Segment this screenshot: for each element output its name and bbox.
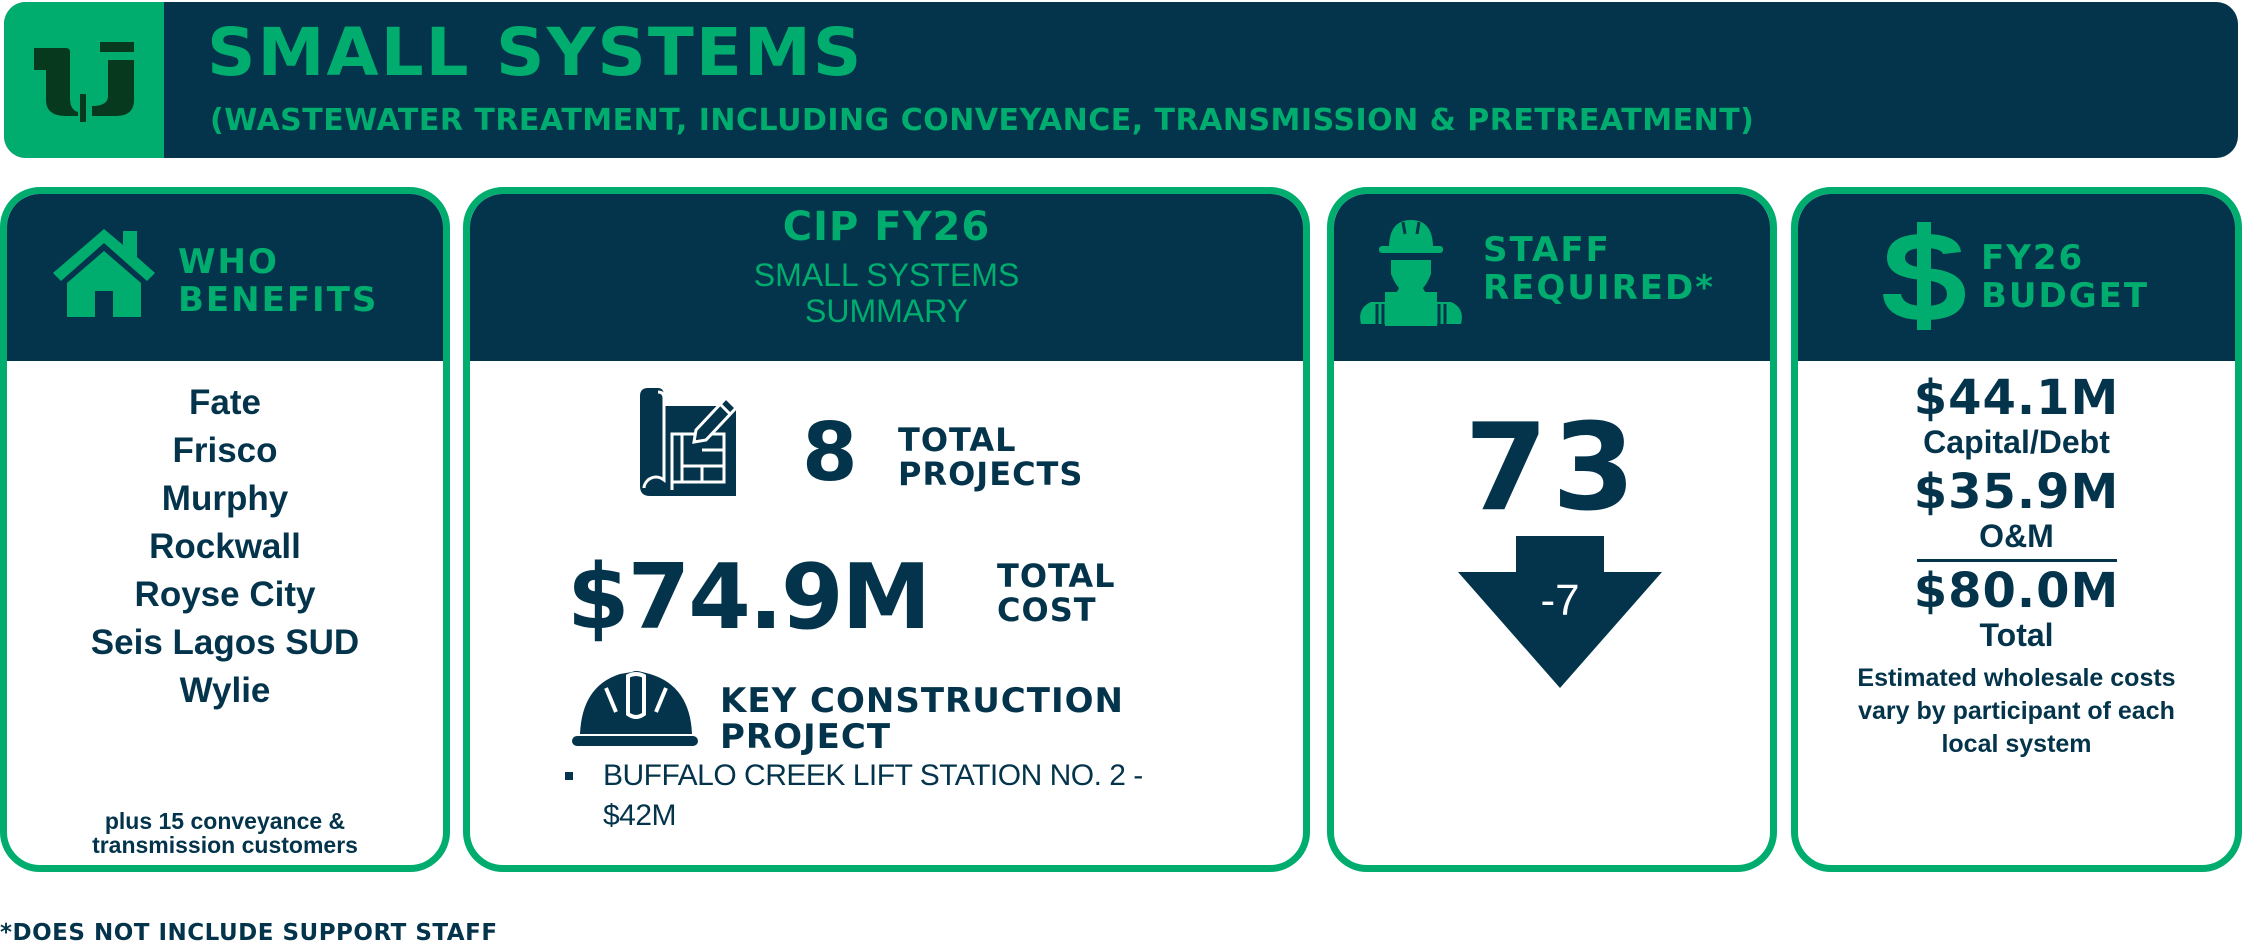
- om-amount: $35.9M: [1913, 464, 2120, 520]
- cip-subtitle: SMALL SYSTEMS SUMMARY: [470, 257, 1303, 329]
- list-item: Seis Lagos SUD: [90, 623, 360, 662]
- card-header: CIP FY26 SMALL SYSTEMS SUMMARY: [470, 194, 1303, 361]
- key-project-label: KEY CONSTRUCTION PROJECT: [720, 683, 1124, 755]
- key-project-text: BUFFALO CREEK LIFT STATION NO. 2 - $42M: [603, 759, 1143, 832]
- list-item: Frisco: [172, 431, 278, 470]
- key-project-label-line1: KEY CONSTRUCTION: [720, 681, 1124, 721]
- customers-note: plus 15 conveyance & transmission custom…: [7, 809, 443, 857]
- page-header: SMALL SYSTEMS (WASTEWATER TREATMENT, INC…: [4, 2, 2238, 158]
- card-header: FY26 BUDGET: [1798, 194, 2235, 361]
- cip-summary-card: CIP FY26 SMALL SYSTEMS SUMMARY 8 TOTAL P…: [463, 187, 1310, 872]
- budget-breakdown: $44.1M Capital/Debt $35.9M O&M $80.0M To…: [1798, 373, 2235, 761]
- om-label: O&M: [1979, 518, 2054, 554]
- card-title-line1: WHO: [178, 242, 279, 282]
- total-label: Total: [1979, 617, 2054, 653]
- bullet-icon: [565, 772, 573, 780]
- key-project-label-line2: PROJECT: [720, 717, 892, 757]
- key-project-item: BUFFALO CREEK LIFT STATION NO. 2 - $42M: [565, 756, 1205, 836]
- house-icon: [53, 229, 155, 317]
- card-title-line1: FY26: [1981, 238, 2085, 278]
- customers-note-line1: plus 15 conveyance &: [104, 808, 346, 834]
- staff-change: -7: [1540, 576, 1580, 625]
- construction-worker-icon: [1360, 220, 1462, 326]
- city-list: Fate Frisco Murphy Rockwall Royse City S…: [7, 379, 443, 715]
- total-cost-label: TOTAL COST: [997, 559, 1116, 627]
- list-item: Rockwall: [149, 527, 301, 566]
- budget-note: Estimated wholesale costs vary by partic…: [1857, 664, 2176, 758]
- card-header: STAFF REQUIRED*: [1334, 194, 1770, 361]
- total-projects-value: 8: [802, 406, 858, 499]
- staff-count: 73: [1464, 399, 1640, 538]
- hard-hat-icon: [572, 671, 698, 746]
- total-cost-label-line1: TOTAL: [997, 557, 1116, 595]
- dollar-icon: [1883, 222, 1965, 330]
- staff-required-card: STAFF REQUIRED* 73 -7: [1327, 187, 1777, 872]
- capital-label: Capital/Debt: [1923, 424, 2110, 460]
- total-projects-label: TOTAL PROJECTS: [898, 423, 1083, 491]
- cip-subtitle-line2: SUMMARY: [805, 293, 968, 329]
- card-title-line2: BENEFITS: [178, 280, 379, 320]
- down-arrow-icon: [1458, 536, 1662, 688]
- total-projects-label-line2: PROJECTS: [898, 455, 1084, 493]
- page-title: SMALL SYSTEMS: [207, 14, 864, 91]
- customers-note-line2: transmission customers: [92, 832, 358, 858]
- staff-footnote: *DOES NOT INCLUDE SUPPORT STAFF: [0, 920, 498, 946]
- page-subtitle: (WASTEWATER TREATMENT, INCLUDING CONVEYA…: [210, 103, 1755, 138]
- card-title-line2: REQUIRED*: [1483, 268, 1715, 308]
- capital-amount: $44.1M: [1913, 370, 2120, 426]
- who-benefits-card: WHO BENEFITS Fate Frisco Murphy Rockwall…: [0, 187, 450, 872]
- list-item: Murphy: [161, 479, 289, 518]
- list-item: Royse City: [134, 575, 316, 614]
- total-projects-label-line1: TOTAL: [898, 421, 1017, 459]
- cip-subtitle-line1: SMALL SYSTEMS: [753, 257, 1020, 293]
- card-header: WHO BENEFITS: [7, 194, 443, 361]
- cip-title: CIP FY26: [782, 204, 991, 250]
- logo: [4, 2, 164, 158]
- budget-card: FY26 BUDGET $44.1M Capital/Debt $35.9M O…: [1791, 187, 2242, 872]
- blueprint-icon: [640, 388, 739, 496]
- list-item: Fate: [189, 383, 261, 422]
- pipe-logo-icon: [34, 42, 134, 122]
- total-amount: $80.0M: [1913, 563, 2120, 619]
- total-cost-value: $74.9M: [567, 545, 931, 650]
- card-title-line2: BUDGET: [1981, 276, 2150, 316]
- total-cost-label-line2: COST: [997, 591, 1097, 629]
- sum-divider: [1916, 559, 2117, 562]
- card-title-line1: STAFF: [1483, 230, 1611, 270]
- list-item: Wylie: [179, 671, 271, 710]
